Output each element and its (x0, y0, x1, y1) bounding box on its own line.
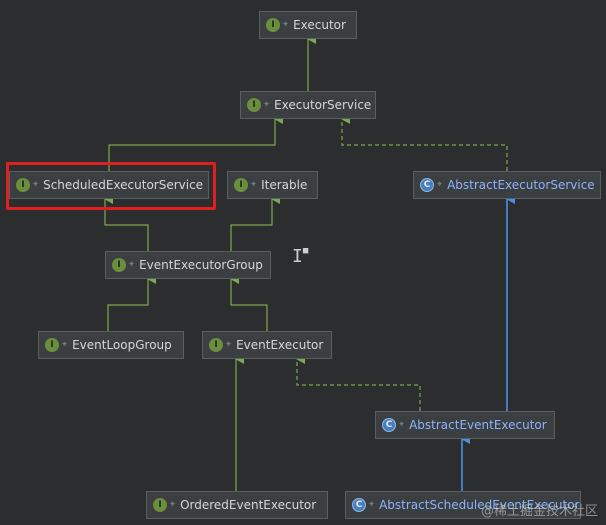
node-ordered-event-executor[interactable]: I⌖ OrderedEventExecutor (146, 491, 328, 519)
node-label: EventExecutorGroup (139, 258, 263, 272)
interface-icon: I (112, 258, 126, 272)
node-event-executor[interactable]: I⌖ EventExecutor (202, 331, 332, 359)
node-abstract-event-executor[interactable]: C⌖ AbstractEventExecutor (375, 411, 555, 439)
node-label: Iterable (261, 178, 308, 192)
highlight-box (6, 162, 216, 210)
visibility-icon: ⌖ (251, 180, 257, 190)
node-executor-service[interactable]: I⌖ ExecutorService (240, 91, 376, 119)
class-icon: C (420, 178, 434, 192)
visibility-icon: ⌖ (369, 500, 375, 510)
visibility-icon: ⌖ (129, 260, 135, 270)
watermark: @稀土掘金技术社区 (480, 504, 598, 519)
edge-event-executor-group-to-scheduled-executor-service (104, 194, 149, 251)
visibility-icon: ⌖ (226, 340, 232, 350)
edge-event-executor-group-to-iterable (230, 194, 280, 251)
edges-layer (104, 34, 515, 491)
node-event-executor-group[interactable]: I⌖ EventExecutorGroup (105, 251, 271, 279)
node-label: ExecutorService (274, 98, 372, 112)
interface-icon: I (153, 498, 167, 512)
node-label: ScheduledExecutorService (43, 178, 204, 192)
edge-abstract-event-executor-to-event-executor (296, 354, 421, 411)
node-label: OrderedEventExecutor (180, 498, 317, 512)
node-label: EventLoopGroup (72, 338, 172, 352)
interface-icon: I (16, 178, 30, 192)
visibility-icon: ⌖ (33, 180, 39, 190)
interface-icon: I (266, 18, 280, 32)
text-cursor-icon: I■ (292, 246, 309, 267)
visibility-icon: ⌖ (62, 340, 68, 350)
node-iterable[interactable]: I⌖ Iterable (227, 171, 318, 199)
visibility-icon: ⌖ (437, 180, 443, 190)
visibility-icon: ⌖ (264, 100, 270, 110)
node-label: EventExecutor (236, 338, 324, 352)
edge-abstract-executor-service-to-executor-service (341, 114, 508, 171)
visibility-icon: ⌖ (170, 500, 176, 510)
class-icon: C (382, 418, 396, 432)
class-icon: C (352, 498, 366, 512)
interface-icon: I (234, 178, 248, 192)
node-label: AbstractScheduledEventExecutor (379, 498, 580, 512)
node-label: AbstractExecutorService (447, 178, 595, 192)
edge-scheduled-executor-service-to-executor-service (108, 114, 283, 171)
node-abstract-scheduled-event-executor[interactable]: C⌖ AbstractScheduledEventExecutor (345, 491, 581, 519)
node-abstract-executor-service[interactable]: C⌖ AbstractExecutorService (413, 171, 601, 199)
edge-event-loop-group-to-event-executor-group (107, 274, 156, 331)
node-label: AbstractEventExecutor (409, 418, 547, 432)
edge-event-executor-to-event-executor-group (230, 274, 268, 331)
visibility-icon: ⌖ (283, 20, 289, 30)
interface-icon: I (45, 338, 59, 352)
visibility-icon: ⌖ (399, 420, 405, 430)
node-scheduled-executor-service[interactable]: I⌖ ScheduledExecutorService (9, 171, 209, 199)
interface-icon: I (209, 338, 223, 352)
interface-icon: I (247, 98, 261, 112)
node-executor[interactable]: I⌖ Executor (259, 11, 357, 39)
node-label: Executor (293, 18, 346, 32)
node-event-loop-group[interactable]: I⌖ EventLoopGroup (38, 331, 184, 359)
